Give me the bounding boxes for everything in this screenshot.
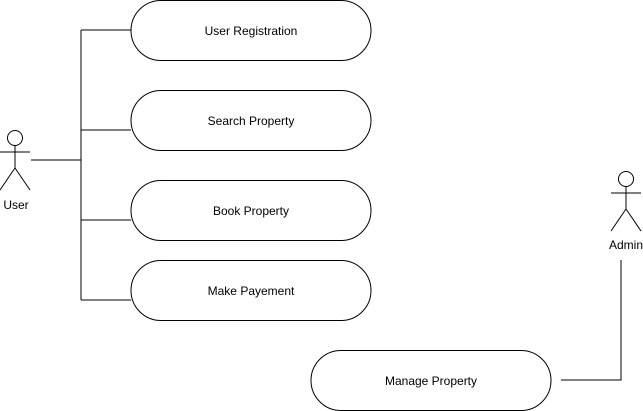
use-case-shape	[130, 90, 372, 151]
user-connectors	[31, 29, 131, 301]
actor-admin: Admin	[609, 171, 643, 252]
use-case-shape	[130, 260, 372, 321]
actor-user-label: User	[3, 198, 28, 212]
use-case-book-property: Book Property	[130, 180, 372, 241]
admin-to-manage-line	[561, 260, 622, 381]
use-case-make-payment: Make Payement	[130, 260, 372, 321]
use-case-search-property: Search Property	[130, 90, 372, 151]
use-case-label: Search Property	[208, 114, 295, 128]
use-case-label: Manage Property	[385, 374, 477, 388]
use-case-user-registration: User Registration	[130, 0, 372, 61]
stick-figure-icon	[0, 130, 31, 191]
stick-figure-icon	[610, 171, 642, 232]
use-case-manage-property: Manage Property	[310, 350, 552, 411]
use-case-label: User Registration	[205, 24, 298, 38]
use-case-label: Make Payement	[208, 284, 295, 298]
use-case-shape	[130, 0, 372, 61]
admin-connectors	[561, 260, 622, 381]
actor-admin-label: Admin	[609, 238, 643, 252]
actor-user: User	[0, 130, 31, 212]
use-case-label: Book Property	[213, 204, 289, 218]
use-case-shape	[130, 180, 372, 241]
